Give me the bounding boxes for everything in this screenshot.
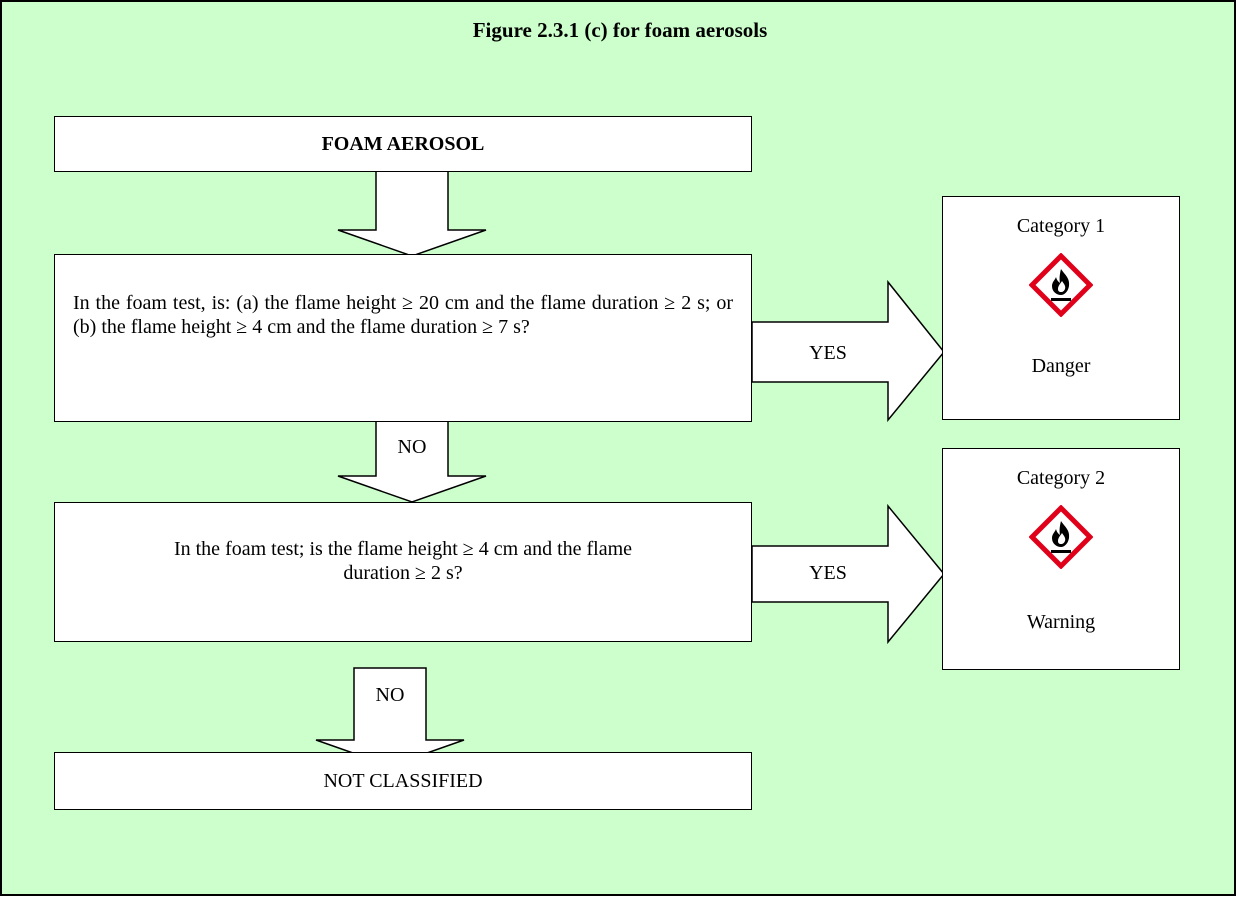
- no-label-1: NO: [397, 436, 427, 458]
- no-label-2: NO: [375, 684, 405, 706]
- category-2-signal-word: Warning: [1026, 611, 1096, 633]
- question-2-box: In the foam test; is the flame height ≥ …: [54, 502, 752, 642]
- question-1-text: In the foam test, is: (a) the flame heig…: [73, 292, 733, 338]
- category-2-box: Category 2 Warning: [942, 448, 1180, 670]
- start-label: FOAM AEROSOL: [321, 132, 485, 155]
- category-1-signal-word: Danger: [1031, 355, 1091, 377]
- not-classified-label: NOT CLASSIFIED: [323, 769, 483, 792]
- flame-pictogram-icon: [1029, 253, 1093, 317]
- down-arrow-no-1: [337, 419, 487, 503]
- flame-pictogram-icon: [1029, 505, 1093, 569]
- start-box: FOAM AEROSOL: [54, 116, 752, 172]
- figure-title: Figure 2.3.1 (c) for foam aerosols: [472, 18, 768, 42]
- question-1-box: In the foam test, is: (a) the flame heig…: [54, 254, 752, 422]
- category-2-title: Category 2: [1016, 467, 1106, 489]
- down-arrow-1: [337, 169, 487, 257]
- yes-label-1: YES: [809, 342, 847, 364]
- right-arrow-yes-1: [751, 279, 945, 423]
- not-classified-box: NOT CLASSIFIED: [54, 752, 752, 810]
- right-arrow-yes-2: [751, 503, 945, 645]
- question-2-line-1: In the foam test; is the flame height ≥ …: [173, 538, 633, 560]
- category-1-title: Category 1: [1016, 215, 1106, 237]
- category-1-box: Category 1 Danger: [942, 196, 1180, 420]
- yes-label-2: YES: [809, 562, 847, 584]
- question-2-line-2: duration ≥ 2 s?: [343, 562, 463, 584]
